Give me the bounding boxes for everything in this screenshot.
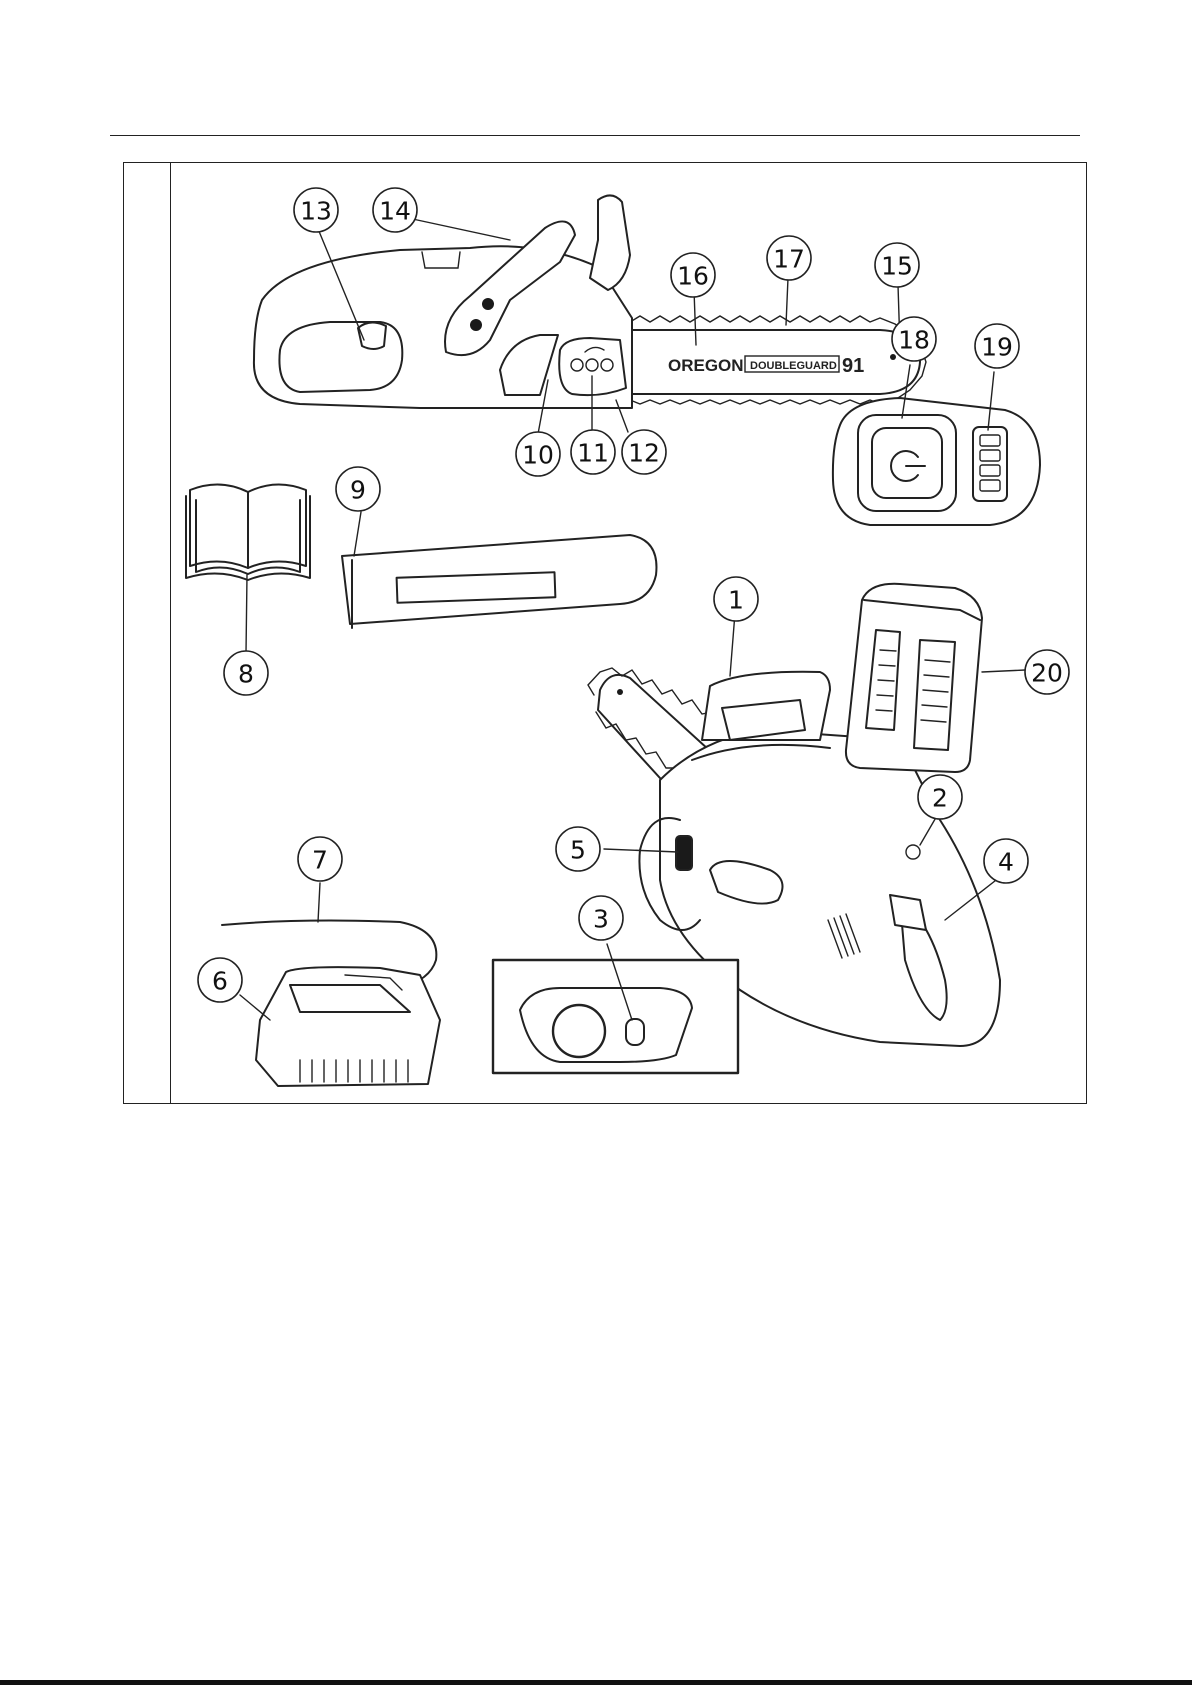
battery-indicator bbox=[973, 427, 1007, 501]
callout-7: 7 bbox=[298, 837, 342, 881]
tensioner-hex-2 bbox=[586, 359, 598, 371]
bar-series-text: DOUBLEGUARD bbox=[750, 360, 837, 372]
svg-text:18: 18 bbox=[898, 326, 930, 355]
svg-text:20: 20 bbox=[1031, 659, 1063, 688]
svg-text:2: 2 bbox=[932, 784, 948, 813]
callout-1: 1 bbox=[714, 577, 758, 621]
chain-tensioner-knob bbox=[676, 836, 692, 870]
callout-10: 10 bbox=[516, 432, 560, 476]
callout-19: 19 bbox=[975, 324, 1019, 368]
svg-text:9: 9 bbox=[350, 476, 366, 505]
detail-inset-box bbox=[493, 960, 738, 1073]
svg-text:6: 6 bbox=[212, 967, 228, 996]
svg-text:11: 11 bbox=[577, 439, 609, 468]
svg-text:3: 3 bbox=[593, 905, 609, 934]
callout-18: 18 bbox=[892, 317, 936, 361]
svg-text:1: 1 bbox=[728, 586, 744, 615]
indicator-light bbox=[626, 1019, 644, 1045]
bar-cover bbox=[342, 535, 656, 628]
svg-text:19: 19 bbox=[981, 333, 1013, 362]
bottom-edge bbox=[0, 1680, 1192, 1685]
svg-text:8: 8 bbox=[238, 660, 254, 689]
callout-5: 5 bbox=[556, 827, 600, 871]
svg-text:7: 7 bbox=[312, 846, 328, 875]
bar-cover-window bbox=[397, 572, 556, 602]
callout-20: 20 bbox=[1025, 650, 1069, 694]
callout-6: 6 bbox=[198, 958, 242, 1002]
tensioner-hex-3 bbox=[601, 359, 613, 371]
callout-8: 8 bbox=[224, 651, 268, 695]
svg-text:5: 5 bbox=[570, 836, 586, 865]
callout-4: 4 bbox=[984, 839, 1028, 883]
callout-12: 12 bbox=[622, 430, 666, 474]
callout-11: 11 bbox=[571, 430, 615, 474]
callout-17: 17 bbox=[767, 236, 811, 280]
chainsaw-side-view: OREGON DOUBLEGUARD 91 bbox=[254, 195, 926, 408]
svg-text:15: 15 bbox=[881, 252, 913, 281]
handle-rivet-lower bbox=[470, 319, 482, 331]
handle-rivet-upper bbox=[482, 298, 494, 310]
callout-14: 14 bbox=[373, 188, 417, 232]
callout-9: 9 bbox=[336, 467, 380, 511]
callout-13: 13 bbox=[294, 188, 338, 232]
bar-number-text: 91 bbox=[842, 355, 864, 377]
manual-book-icon bbox=[186, 484, 310, 580]
callout-16: 16 bbox=[671, 253, 715, 297]
svg-text:16: 16 bbox=[677, 262, 709, 291]
svg-text:12: 12 bbox=[628, 439, 660, 468]
callout-15: 15 bbox=[875, 243, 919, 287]
start-button bbox=[553, 1005, 605, 1057]
svg-text:17: 17 bbox=[773, 245, 805, 274]
battery-pack bbox=[846, 584, 982, 772]
power-button bbox=[872, 428, 942, 498]
charger bbox=[222, 921, 440, 1086]
bar-brand-text: OREGON bbox=[668, 356, 744, 375]
callout-3: 3 bbox=[579, 896, 623, 940]
control-panel bbox=[833, 398, 1040, 525]
svg-text:13: 13 bbox=[300, 197, 332, 226]
tensioner-hex-1 bbox=[571, 359, 583, 371]
svg-text:14: 14 bbox=[379, 197, 411, 226]
svg-text:4: 4 bbox=[998, 848, 1014, 877]
bar-tip-hole bbox=[890, 354, 896, 360]
svg-text:10: 10 bbox=[522, 441, 554, 470]
callout-2: 2 bbox=[918, 775, 962, 819]
